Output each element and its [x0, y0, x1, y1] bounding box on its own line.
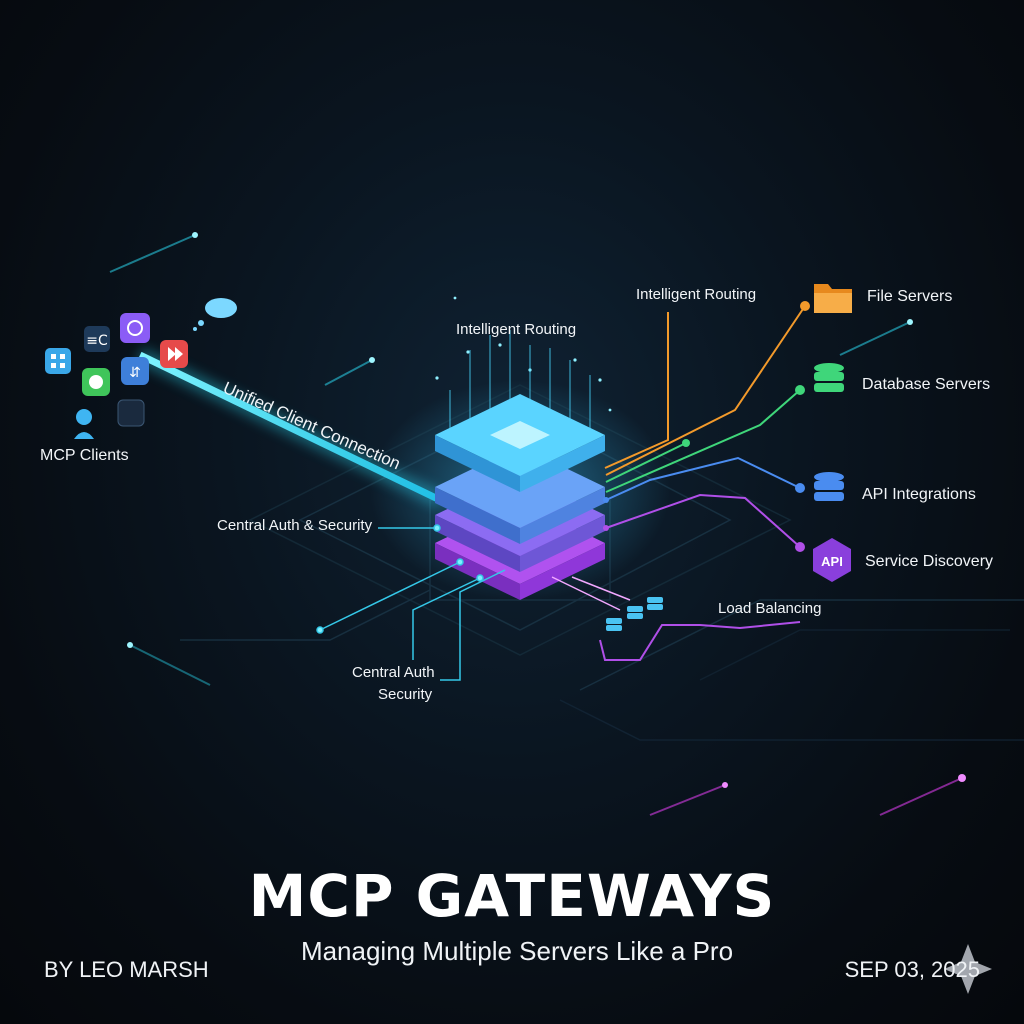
user-avatar-icon	[74, 409, 94, 439]
client-icons: ≡C ⇵	[45, 298, 237, 439]
page-title: MCP GATEWAYS	[248, 862, 776, 930]
server-label-file: File Servers	[867, 288, 953, 305]
cloud-icon	[193, 298, 237, 331]
database-icon	[814, 472, 844, 501]
load-balancing-group	[551, 576, 801, 661]
svg-text:≡C: ≡C	[86, 333, 108, 349]
intelligent-routing-center-label: Intelligent Routing	[456, 321, 577, 338]
central-auth-security-label: Central Auth & Security	[217, 517, 373, 534]
app-icon	[121, 357, 149, 385]
server-label-discovery: Service Discovery	[865, 553, 994, 570]
routing-lines	[603, 301, 810, 552]
database-icon	[814, 363, 844, 392]
api-badge-text: API	[821, 554, 843, 569]
intelligent-routing-right-label: Intelligent Routing	[636, 286, 757, 303]
central-auth-line2-label: Security	[378, 686, 433, 703]
page-subtitle: Managing Multiple Servers Like a Pro	[300, 936, 734, 966]
sparkle-icon	[944, 944, 992, 994]
author-byline: BY LEO MARSH	[44, 957, 209, 982]
app-icon	[45, 348, 71, 374]
mini-server-icon	[606, 618, 622, 631]
central-auth-line1-label: Central Auth	[352, 664, 435, 681]
folder-icon	[814, 284, 852, 313]
gateway-stack	[435, 394, 605, 600]
svg-text:⇵: ⇵	[129, 365, 141, 381]
mini-server-icon	[627, 606, 643, 619]
mini-server-icon	[647, 597, 663, 610]
floating-particles	[109, 232, 966, 816]
load-balancing-label: Load Balancing	[718, 600, 822, 617]
api-hexagon-icon: API	[813, 538, 851, 582]
mcp-clients-label: MCP Clients	[40, 447, 129, 464]
app-icon	[120, 313, 150, 343]
stack-layer	[435, 394, 605, 492]
app-icon	[117, 399, 145, 427]
publish-date: SEP 03, 2025	[844, 957, 980, 982]
server-label-database: Database Servers	[862, 376, 991, 393]
app-icon	[84, 326, 110, 352]
auth-connectors	[316, 524, 506, 681]
server-label-api: API Integrations	[862, 486, 976, 503]
